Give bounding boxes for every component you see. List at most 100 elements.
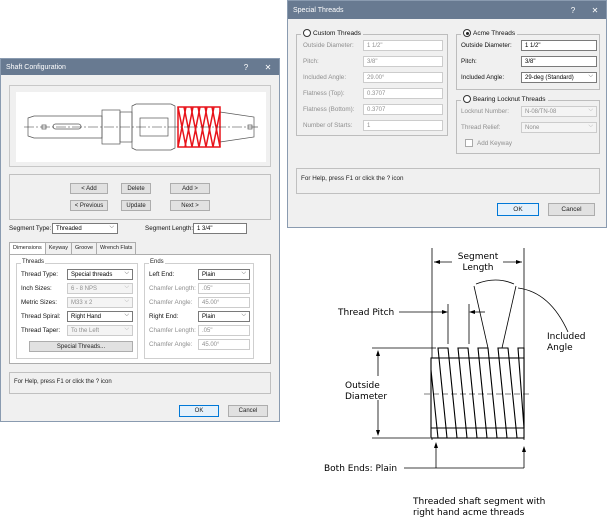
cancel-button[interactable]: Cancel [548,203,595,216]
chevron-down-icon: ⌵ [124,298,129,304]
close-icon[interactable]: ✕ [264,62,272,72]
acme-threads-radio[interactable]: Acme Threads [461,29,518,37]
flatness-bottom-input[interactable]: 0.3707 [363,104,443,115]
left-end-label: Left End: [149,271,175,278]
metric-sizes-select[interactable]: M33 x 2 ⌵ [67,297,133,308]
ok-button[interactable]: OK [497,203,539,216]
add-before-button[interactable]: < Add [70,183,108,194]
chevron-down-icon: ⌵ [124,270,129,276]
special-threads-button[interactable]: Special Threads... [29,341,133,352]
ok-button[interactable]: OK [179,405,219,417]
right-end-select[interactable]: Plain ⌵ [198,311,250,322]
chevron-down-icon: ⌵ [109,224,114,230]
custom-threads-label: Custom Threads [313,29,361,37]
cancel-button[interactable]: Cancel [228,405,268,417]
next-button[interactable]: Next > [170,200,210,211]
custom-included-angle-label: Included Angle: [303,74,347,81]
radio-icon [303,29,311,37]
thread-type-select[interactable]: Special threads ⌵ [67,269,133,280]
help-icon[interactable]: ? [243,62,249,72]
chevron-down-icon: ⌵ [241,270,246,276]
metric-sizes-label: Metric Sizes: [21,299,58,306]
acme-outside-diameter-label: Outside Diameter: [461,42,512,49]
thread-taper-value: To the Left [71,327,100,334]
previous-button[interactable]: < Previous [70,200,108,211]
custom-included-angle-input[interactable]: 29.00° [363,72,443,83]
acme-included-angle-select[interactable]: 29-deg (Standard) ⌵ [521,72,597,83]
locknut-number-label: Locknut Number: [461,108,509,115]
right-chamfer-angle-label: Chamfer Angle: [149,341,193,348]
flatness-top-input[interactable]: 0.3707 [363,88,443,99]
right-chamfer-angle-input[interactable]: 45.00° [198,339,250,350]
help-status-bar: For Help, press F1 or click the ? icon [296,168,600,194]
ends-group-title: Ends [149,259,165,265]
segment-type-select[interactable]: Threaded ⌵ [52,223,118,234]
acme-pitch-input[interactable]: 3/8" [521,56,597,67]
threads-group: Threads Thread Type: Special threads ⌵ I… [16,259,138,359]
custom-pitch-input[interactable]: 3/8" [363,56,443,67]
acme-outside-diameter-input[interactable]: 1 1/2" [521,40,597,51]
locknut-number-select[interactable]: N-08/TN-08 ⌵ [521,106,597,117]
flatness-top-label: Flatness (Top): [303,90,345,97]
keyway-slot [52,123,82,130]
shaft-preview[interactable] [16,92,266,162]
metric-sizes-value: M33 x 2 [71,299,93,306]
chevron-down-icon: ⌵ [241,312,246,318]
thread-relief-select[interactable]: None ⌵ [521,122,597,133]
segment-length-input[interactable]: 1 3/4" [193,223,247,234]
number-of-starts-label: Number of Starts: [303,122,353,129]
custom-pitch-label: Pitch: [303,58,319,65]
arrowheads [376,260,526,452]
segment-type-value: Threaded [56,225,82,232]
tab-wrench-flats[interactable]: Wrench Flats [96,242,137,254]
bearing-locknut-label: Bearing Locknut Threads [473,95,546,103]
flatness-bottom-label: Flatness (Bottom): [303,106,355,113]
left-chamfer-length-input[interactable]: .05" [198,283,250,294]
left-chamfer-length-label: Chamfer Length: [149,285,196,292]
tab-groove[interactable]: Groove [71,242,98,254]
inch-sizes-value: 6 - 8 NPS [71,285,98,292]
thread-relief-value: None [525,124,540,131]
tab-dimensions[interactable]: Dimensions [9,242,46,254]
bearing-locknut-radio[interactable]: Bearing Locknut Threads [461,95,548,103]
acme-threads-label: Acme Threads [473,29,516,37]
thread-spiral-select[interactable]: Right Hand ⌵ [67,311,133,322]
title-bar: Special Threads ? ✕ [288,1,606,19]
chevron-down-icon: ⌵ [124,284,129,290]
ends-group: Ends Left End: Plain ⌵ Chamfer Length: .… [144,259,254,359]
chevron-down-icon: ⌵ [124,326,129,332]
left-end-select[interactable]: Plain ⌵ [198,269,250,280]
update-button[interactable]: Update [121,200,151,211]
help-status-bar: For Help, press F1 or click the ? icon [9,372,271,394]
thread-spiral-label: Thread Spiral: [21,313,61,320]
special-threads-dialog: Special Threads ? ✕ Custom Threads Outsi… [287,0,607,228]
custom-outside-diameter-label: Outside Diameter: [303,42,354,49]
right-chamfer-length-input[interactable]: .05" [198,325,250,336]
left-chamfer-angle-input[interactable]: 45.00° [198,297,250,308]
both-ends-label: Both Ends: Plain [324,464,397,474]
left-end-value: Plain [202,271,216,278]
chevron-down-icon: ⌵ [588,123,593,129]
custom-threads-radio[interactable]: Custom Threads [301,29,363,37]
segment-buttons-group: < Add Delete Add > < Previous Update Nex… [9,174,271,220]
angle-arc [475,279,515,285]
thread-taper-select[interactable]: To the Left ⌵ [67,325,133,336]
custom-outside-diameter-input[interactable]: 1 1/2" [363,40,443,51]
acme-included-angle-label: Included Angle: [461,74,505,81]
close-icon[interactable]: ✕ [591,5,599,15]
add-keyway-checkbox[interactable] [465,139,473,147]
thread-spiral-value: Right Hand [71,313,102,320]
outside-diameter-label: Outside [345,381,380,391]
tab-keyway[interactable]: Keyway [44,242,72,254]
shaft-shoulder [131,103,176,151]
inch-sizes-select[interactable]: 6 - 8 NPS ⌵ [67,283,133,294]
segment-length-label: Segment Length: [145,225,193,232]
add-after-button[interactable]: Add > [170,183,210,194]
outside-diameter-label-2: Diameter [345,392,387,402]
delete-button[interactable]: Delete [121,183,151,194]
acme-included-angle-value: 29-deg (Standard) [525,74,574,81]
help-icon[interactable]: ? [570,5,576,15]
number-of-starts-input[interactable]: 1 [363,120,443,131]
thread-type-value: Special threads [71,271,113,278]
thread-relief-label: Thread Relief: [461,124,501,131]
